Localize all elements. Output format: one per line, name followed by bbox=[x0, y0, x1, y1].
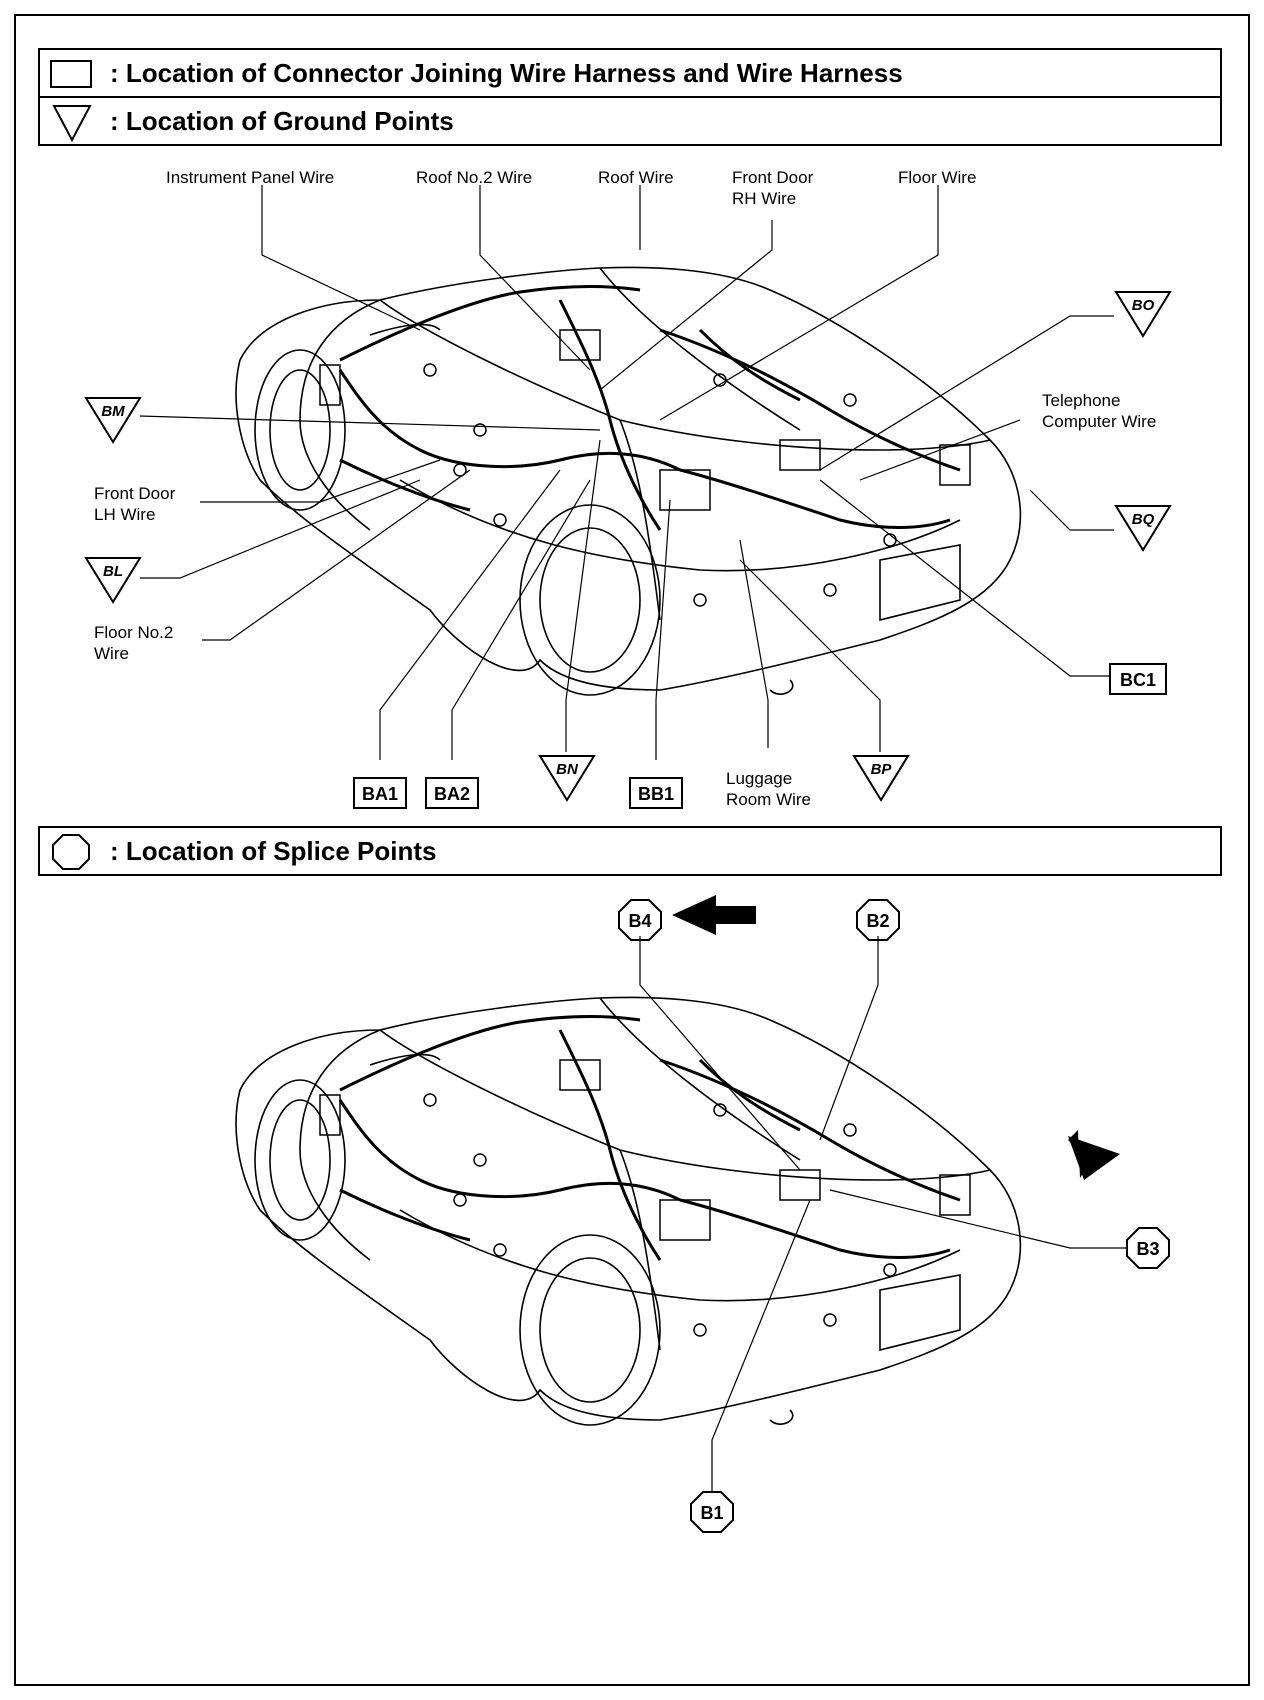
harness-wires-bottom bbox=[338, 1014, 961, 1261]
arrow-down-right-icon bbox=[1068, 1130, 1120, 1180]
splice-point-diagram: B4 B2 B3 B1 bbox=[235, 895, 1170, 1533]
ground-point-bo: BO bbox=[1114, 291, 1172, 338]
harness-connectors-bottom bbox=[319, 1059, 971, 1337]
connector-tag-ba1: BA1 bbox=[353, 777, 407, 809]
car-body-bottom bbox=[235, 996, 1022, 1426]
leader-lines-top bbox=[139, 185, 1114, 760]
legend-splice-row: : Location of Splice Points bbox=[38, 826, 1222, 876]
ground-point-bq-text: BQ bbox=[1132, 511, 1155, 528]
splice-point-b2-text: B2 bbox=[866, 911, 889, 931]
ground-point-bm-text: BM bbox=[101, 403, 125, 420]
ground-point-bo-text: BO bbox=[1132, 297, 1155, 314]
label-front-door-lh-line2: LH Wire bbox=[94, 505, 155, 524]
connector-tag-bc1: BC1 bbox=[1109, 663, 1167, 695]
ground-point-bn: BN bbox=[538, 755, 596, 802]
connector-symbol-icon bbox=[50, 60, 92, 88]
legend-ground-row: : Location of Ground Points bbox=[38, 96, 1222, 146]
splice-point-b4: B4 bbox=[618, 899, 662, 941]
wire-harness-ground-diagram: Instrument Panel Wire Roof No.2 Wire Roo… bbox=[84, 168, 1172, 809]
legend-connector-row: : Location of Connector Joining Wire Har… bbox=[38, 48, 1222, 98]
legend-connector-text: : Location of Connector Joining Wire Har… bbox=[110, 58, 903, 88]
connector-tag-bc1-text: BC1 bbox=[1120, 670, 1156, 690]
label-front-door-rh-line2: RH Wire bbox=[732, 189, 796, 208]
leader-lines-bottom bbox=[639, 936, 1128, 1492]
label-floor-no2-line1: Floor No.2 bbox=[94, 623, 173, 642]
splice-point-b1: B1 bbox=[690, 1491, 734, 1533]
ground-point-bm: BM bbox=[84, 397, 142, 444]
label-telephone-line2: Computer Wire bbox=[1042, 412, 1156, 431]
page-frame bbox=[14, 14, 1250, 1686]
legend-ground-text: : Location of Ground Points bbox=[110, 106, 454, 136]
ground-point-bp-text: BP bbox=[871, 761, 893, 778]
connector-tag-ba2-text: BA2 bbox=[434, 784, 470, 804]
connector-tag-ba1-text: BA1 bbox=[362, 784, 398, 804]
label-floor-no2-line2: Wire bbox=[94, 644, 129, 663]
ground-point-bl: BL bbox=[84, 557, 142, 604]
car-body-top bbox=[235, 266, 1022, 696]
label-floor-wire: Floor Wire bbox=[898, 168, 976, 187]
splice-symbol-icon bbox=[52, 834, 90, 870]
label-luggage-line1: Luggage bbox=[726, 769, 792, 788]
splice-point-b4-text: B4 bbox=[628, 911, 651, 931]
arrow-left-icon bbox=[672, 895, 756, 935]
splice-point-b3: B3 bbox=[1126, 1227, 1170, 1269]
label-instrument-panel-wire: Instrument Panel Wire bbox=[166, 168, 334, 187]
label-luggage-line2: Room Wire bbox=[726, 790, 811, 809]
ground-symbol-icon bbox=[52, 105, 92, 142]
label-roof-wire: Roof Wire bbox=[598, 168, 674, 187]
connector-tag-ba2: BA2 bbox=[425, 777, 479, 809]
splice-point-b1-text: B1 bbox=[700, 1503, 723, 1523]
ground-point-bn-text: BN bbox=[556, 761, 579, 778]
splice-point-b2: B2 bbox=[856, 899, 900, 941]
connector-tag-bb1-text: BB1 bbox=[638, 784, 674, 804]
ground-point-bp: BP bbox=[852, 755, 910, 802]
ground-point-bl-text: BL bbox=[103, 563, 123, 580]
label-front-door-rh-line1: Front Door bbox=[732, 168, 814, 187]
label-roof-no2-wire: Roof No.2 Wire bbox=[416, 168, 532, 187]
harness-wires-top bbox=[338, 284, 961, 531]
label-telephone-line1: Telephone bbox=[1042, 391, 1120, 410]
connector-tag-bb1: BB1 bbox=[629, 777, 683, 809]
ground-point-bq: BQ bbox=[1114, 505, 1172, 552]
splice-point-b3-text: B3 bbox=[1136, 1239, 1159, 1259]
label-front-door-lh-line1: Front Door bbox=[94, 484, 176, 503]
legend-splice-text: : Location of Splice Points bbox=[110, 836, 437, 866]
